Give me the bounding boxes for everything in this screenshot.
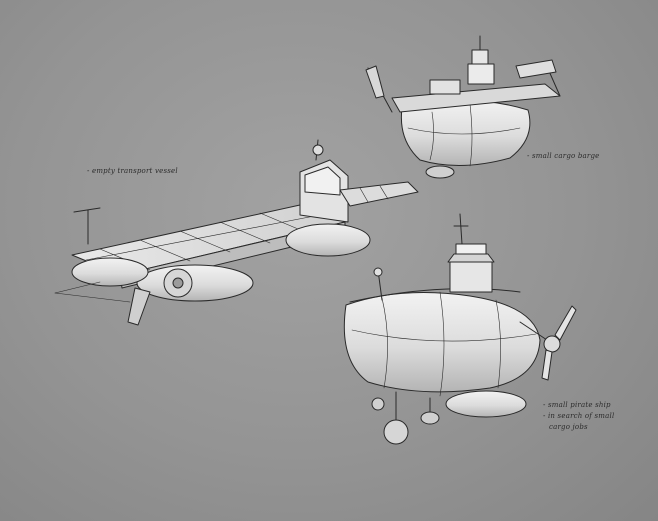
annotation-pirate-line1: - small pirate ship — [543, 401, 611, 409]
pirate-ship-sketch — [343, 213, 577, 445]
annotation-barge: - small cargo barge — [527, 152, 600, 160]
annotation-pirate-line2: - in search of small — [543, 412, 615, 420]
annotation-transport: - empty transport vessel — [87, 167, 178, 175]
transport-vessel-sketch — [54, 139, 419, 326]
cargo-barge-sketch — [365, 35, 561, 179]
annotation-pirate-line3: cargo jobs — [549, 423, 588, 431]
